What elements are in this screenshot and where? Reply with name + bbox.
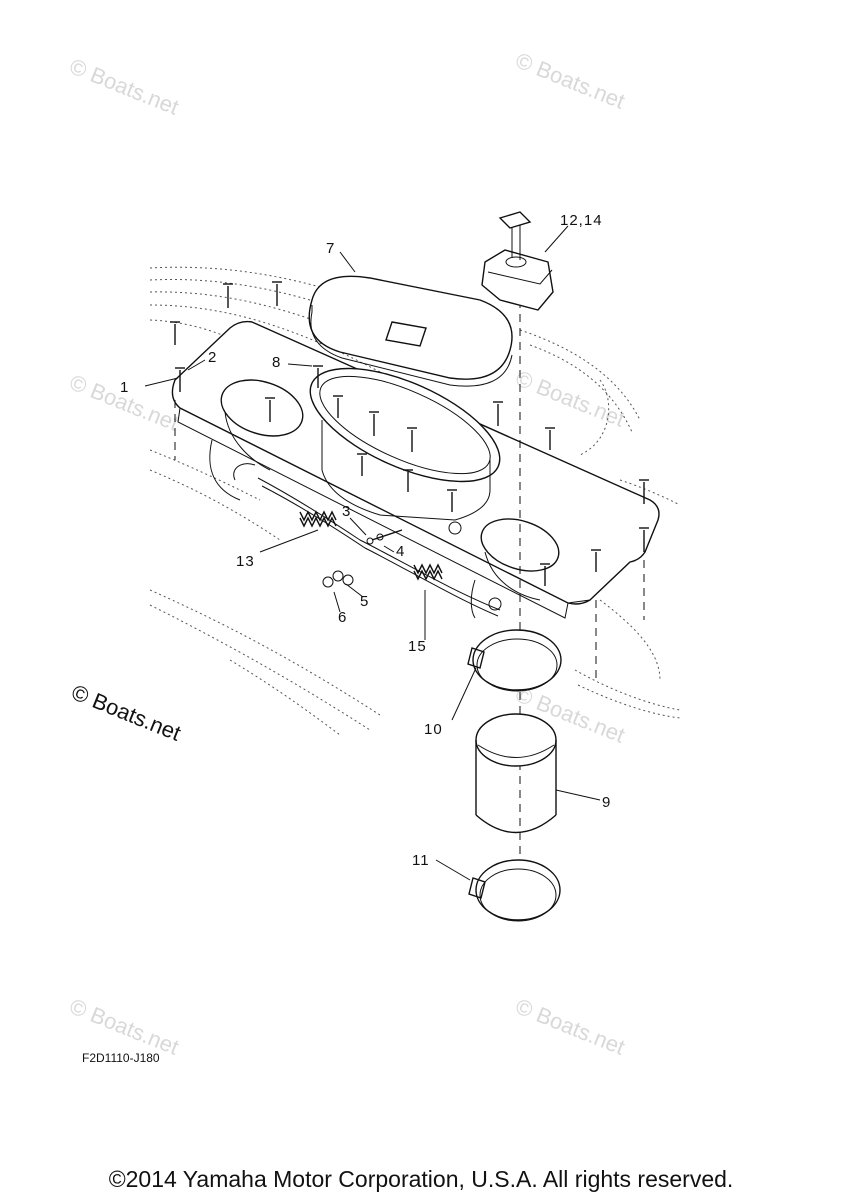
callout-7: 7 [326,240,335,257]
watermark-top-right: © Boats.net [512,47,628,113]
clamp-part-10 [467,629,562,692]
callout-10: 10 [424,721,443,738]
copyright-footer: ©2014 Yamaha Motor Corporation, U.S.A. A… [108,1166,734,1192]
callout-12-14: 12,14 [560,212,603,229]
callout-11: 11 [412,852,430,869]
screw-group [170,281,649,586]
watermark-top-left: © Boats.net [66,53,182,119]
callout-2: 2 [208,349,217,366]
spring-part-15 [413,563,443,581]
clamp-part-11 [468,859,561,922]
spring-part-13 [299,510,337,528]
callout-4: 4 [396,543,405,560]
callout-5: 5 [360,593,369,610]
watermark-bottom-right: © Boats.net [512,993,628,1059]
callout-1: 1 [120,379,129,396]
cable-assembly [209,439,502,619]
callout-8: 8 [272,354,281,371]
callout-13: 13 [236,553,255,570]
watermark-mid-right: © Boats.net [512,365,628,431]
leader-lines [144,225,601,881]
hose-part-9 [475,713,557,834]
alignment-lines [174,300,645,880]
callout-9: 9 [602,794,611,811]
watermark-bottom-left: © Boats.net [66,993,182,1059]
drawing-code: F2D1110-J180 [82,1051,160,1065]
callout-3: 3 [342,503,351,520]
cap-part-12-14 [481,211,554,311]
deck-plate-part-1 [171,320,660,619]
callout-labels: 1 2 3 4 5 6 7 8 9 10 11 12,14 13 15 [120,212,611,869]
watermark-dark: © Boats.net [68,679,184,745]
callout-15: 15 [408,638,427,655]
lid-part-7 [308,275,513,387]
callout-6: 6 [338,609,347,626]
